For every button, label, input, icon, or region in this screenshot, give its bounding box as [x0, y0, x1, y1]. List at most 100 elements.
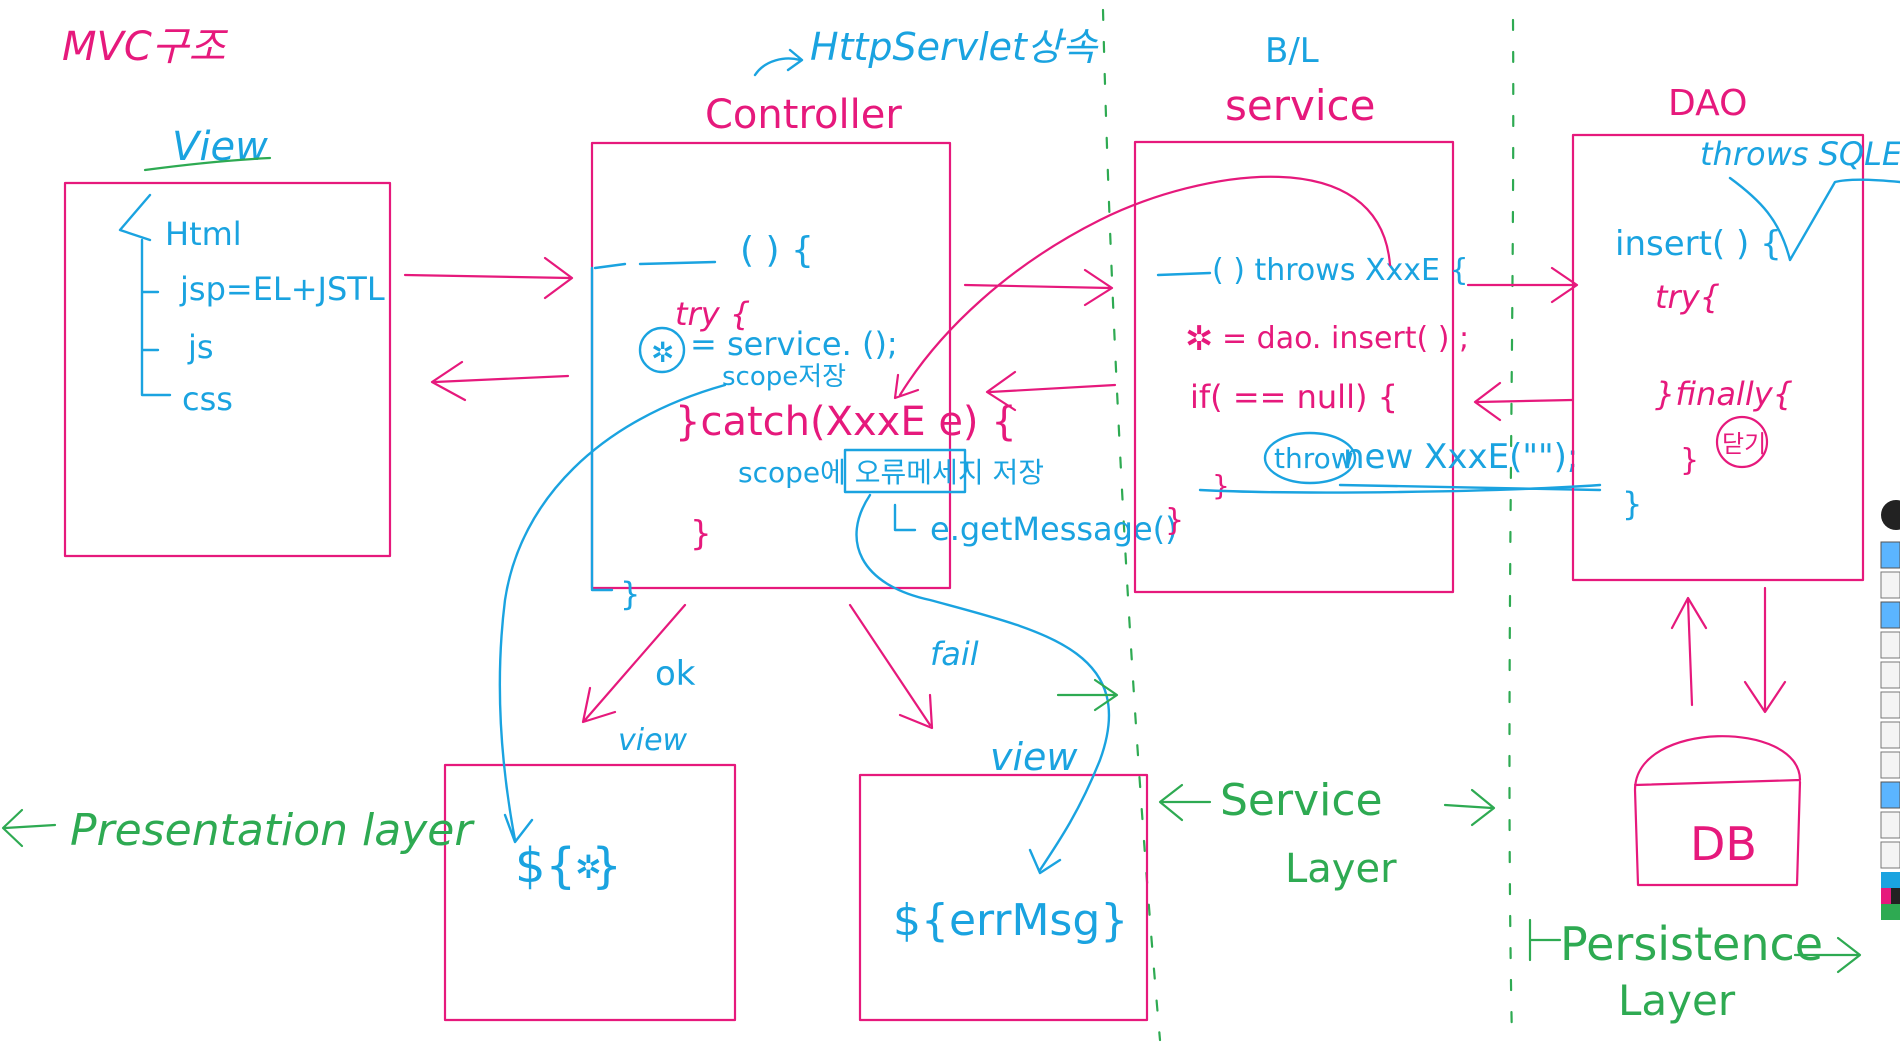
drawing-toolbar — [1880, 500, 1900, 920]
service-new-underline — [1338, 483, 1602, 492]
service-left-arrow — [1158, 783, 1212, 822]
db-label: DB — [1690, 817, 1757, 871]
service-heading: service — [1225, 81, 1375, 130]
controller-method: ( ) { — [740, 230, 814, 271]
controller-box: HttpServlet상속 Controller ( ) { try { ✲ =… — [590, 25, 1178, 613]
trash-icon[interactable] — [1880, 751, 1900, 779]
controller-error-box — [843, 448, 967, 494]
view-js-label: js — [187, 328, 214, 366]
view-fail-label: view — [990, 735, 1078, 779]
fail-label: fail — [930, 635, 979, 673]
view-ok-box: view ${ } ✲ — [443, 723, 737, 1022]
highlighter-icon[interactable] — [1880, 601, 1900, 629]
error-to-view-fail-arrow — [855, 493, 1111, 875]
controller-close-brace-2: } — [620, 575, 640, 613]
dao-close-1: } — [1680, 443, 1699, 478]
separator-presentation-service — [1101, 8, 1162, 1042]
view-to-controller-arrow — [403, 256, 574, 300]
service-rectangle — [1133, 140, 1455, 594]
service-dao-insert: = dao. insert( ) ; — [1222, 321, 1469, 356]
controller-scope-error: scope에 오류메세지 저장 — [738, 456, 1044, 489]
layer-separators — [1101, 8, 1515, 1042]
view-fail-expression: ${errMsg} — [893, 895, 1128, 946]
controller-scope-save: scope저장 — [722, 362, 846, 392]
presentation-left-arrow — [1, 808, 57, 848]
undo-icon[interactable] — [1880, 721, 1900, 749]
throw-return-line — [1198, 483, 1602, 494]
view-box: View Html jsp=EL+JSTL js css — [63, 124, 392, 558]
db-cylinder — [1633, 735, 1802, 887]
pen-icon[interactable] — [1881, 500, 1900, 530]
controller-try: try { — [675, 295, 750, 333]
controller-catch: }catch(XxxE e) { — [675, 399, 1017, 445]
persistence-right-arrow — [1793, 936, 1862, 974]
eraser-icon[interactable] — [1880, 661, 1900, 689]
service-to-controller-arrow — [985, 370, 1117, 412]
persistence-layer-label-2: Layer — [1618, 976, 1736, 1025]
view-ok-star-icon: ✲ — [575, 848, 602, 886]
db-to-dao-arrow — [1670, 596, 1708, 707]
controller-to-view-arrow — [430, 360, 570, 402]
close-icon[interactable] — [1880, 781, 1900, 809]
dao-heading: DAO — [1668, 83, 1747, 124]
view-fail-box: view ${errMsg} — [858, 735, 1149, 1022]
dao-insert: insert( ) { — [1615, 224, 1782, 264]
view-ok-expression: ${ } — [515, 838, 622, 894]
controller-extends-note: HttpServlet상속 — [810, 25, 1099, 69]
eye-icon[interactable] — [1880, 541, 1900, 569]
controller-extends-arrow — [753, 48, 804, 77]
service-throw: throw — [1274, 442, 1354, 475]
dao-throws: throws SQLEx — [1700, 135, 1900, 173]
controller-result-circle — [638, 326, 686, 374]
color-swatch-icon[interactable] — [1881, 872, 1900, 920]
dao-rectangle — [1571, 133, 1865, 582]
service-right-arrow — [1443, 788, 1496, 827]
exception-propagation-arrow — [893, 175, 1392, 400]
service-throw-circle — [1263, 431, 1357, 485]
dao-close-label: 닫기 — [1722, 430, 1766, 458]
dao-finally: }finally{ — [1655, 375, 1793, 413]
page-icon[interactable] — [1880, 841, 1900, 869]
service-star-icon: ✲ — [1185, 319, 1214, 359]
ok-arrow — [581, 603, 687, 724]
camera-icon[interactable] — [1880, 811, 1900, 839]
service-method: ( ) throws XxxE { — [1212, 253, 1469, 288]
service-if: if( == null) { — [1190, 378, 1398, 416]
dao-close-circle — [1715, 415, 1769, 469]
cursor-icon[interactable] — [1880, 571, 1900, 599]
database: DB — [1633, 735, 1802, 887]
fail-arrow — [848, 603, 934, 730]
view-html-label: Html — [165, 215, 242, 253]
presentation-layer-label: Presentation layer — [70, 805, 475, 856]
view-jsp-label: jsp=EL+JSTL — [179, 270, 385, 308]
view-ok-rectangle — [443, 763, 737, 1022]
view-fail-rectangle — [858, 773, 1149, 1022]
dao-try: try{ — [1655, 278, 1720, 316]
view-css-label: css — [182, 380, 233, 418]
view-ok-label: view — [618, 723, 688, 758]
controller-method-lines — [590, 260, 717, 592]
ok-label: ok — [655, 654, 696, 694]
view-heading: View — [172, 124, 268, 170]
service-close-2: } — [1165, 503, 1184, 538]
view-tree-lines — [118, 193, 172, 397]
service-to-dao-arrow — [1466, 266, 1579, 304]
dao-close-2: } — [1622, 485, 1642, 523]
service-box: B/L service ( ) throws XxxE { ✲ = dao. i… — [1133, 31, 1602, 594]
dao-box: DAO throws SQLEx insert( ) { try{ }final… — [1571, 83, 1900, 582]
controller-service-call: = service. (); — [690, 325, 898, 363]
controller-star-icon: ✲ — [651, 336, 674, 369]
controller-close-brace: } — [690, 514, 712, 554]
service-layer-label-1: Service — [1220, 775, 1383, 826]
dao-to-service-arrow — [1473, 381, 1574, 422]
persistence-left-marker — [1528, 918, 1562, 962]
fail-green-arrow — [1056, 678, 1119, 712]
layer-labels: Presentation layer Service Layer Persist… — [1, 775, 1862, 1025]
persistence-layer-label-1: Persistence — [1560, 917, 1823, 971]
dot-icon[interactable] — [1880, 691, 1900, 719]
view-rectangle — [63, 181, 392, 558]
controller-getmessage-line — [893, 503, 917, 532]
rectangle-icon[interactable] — [1880, 631, 1900, 659]
view-underline — [143, 156, 272, 172]
